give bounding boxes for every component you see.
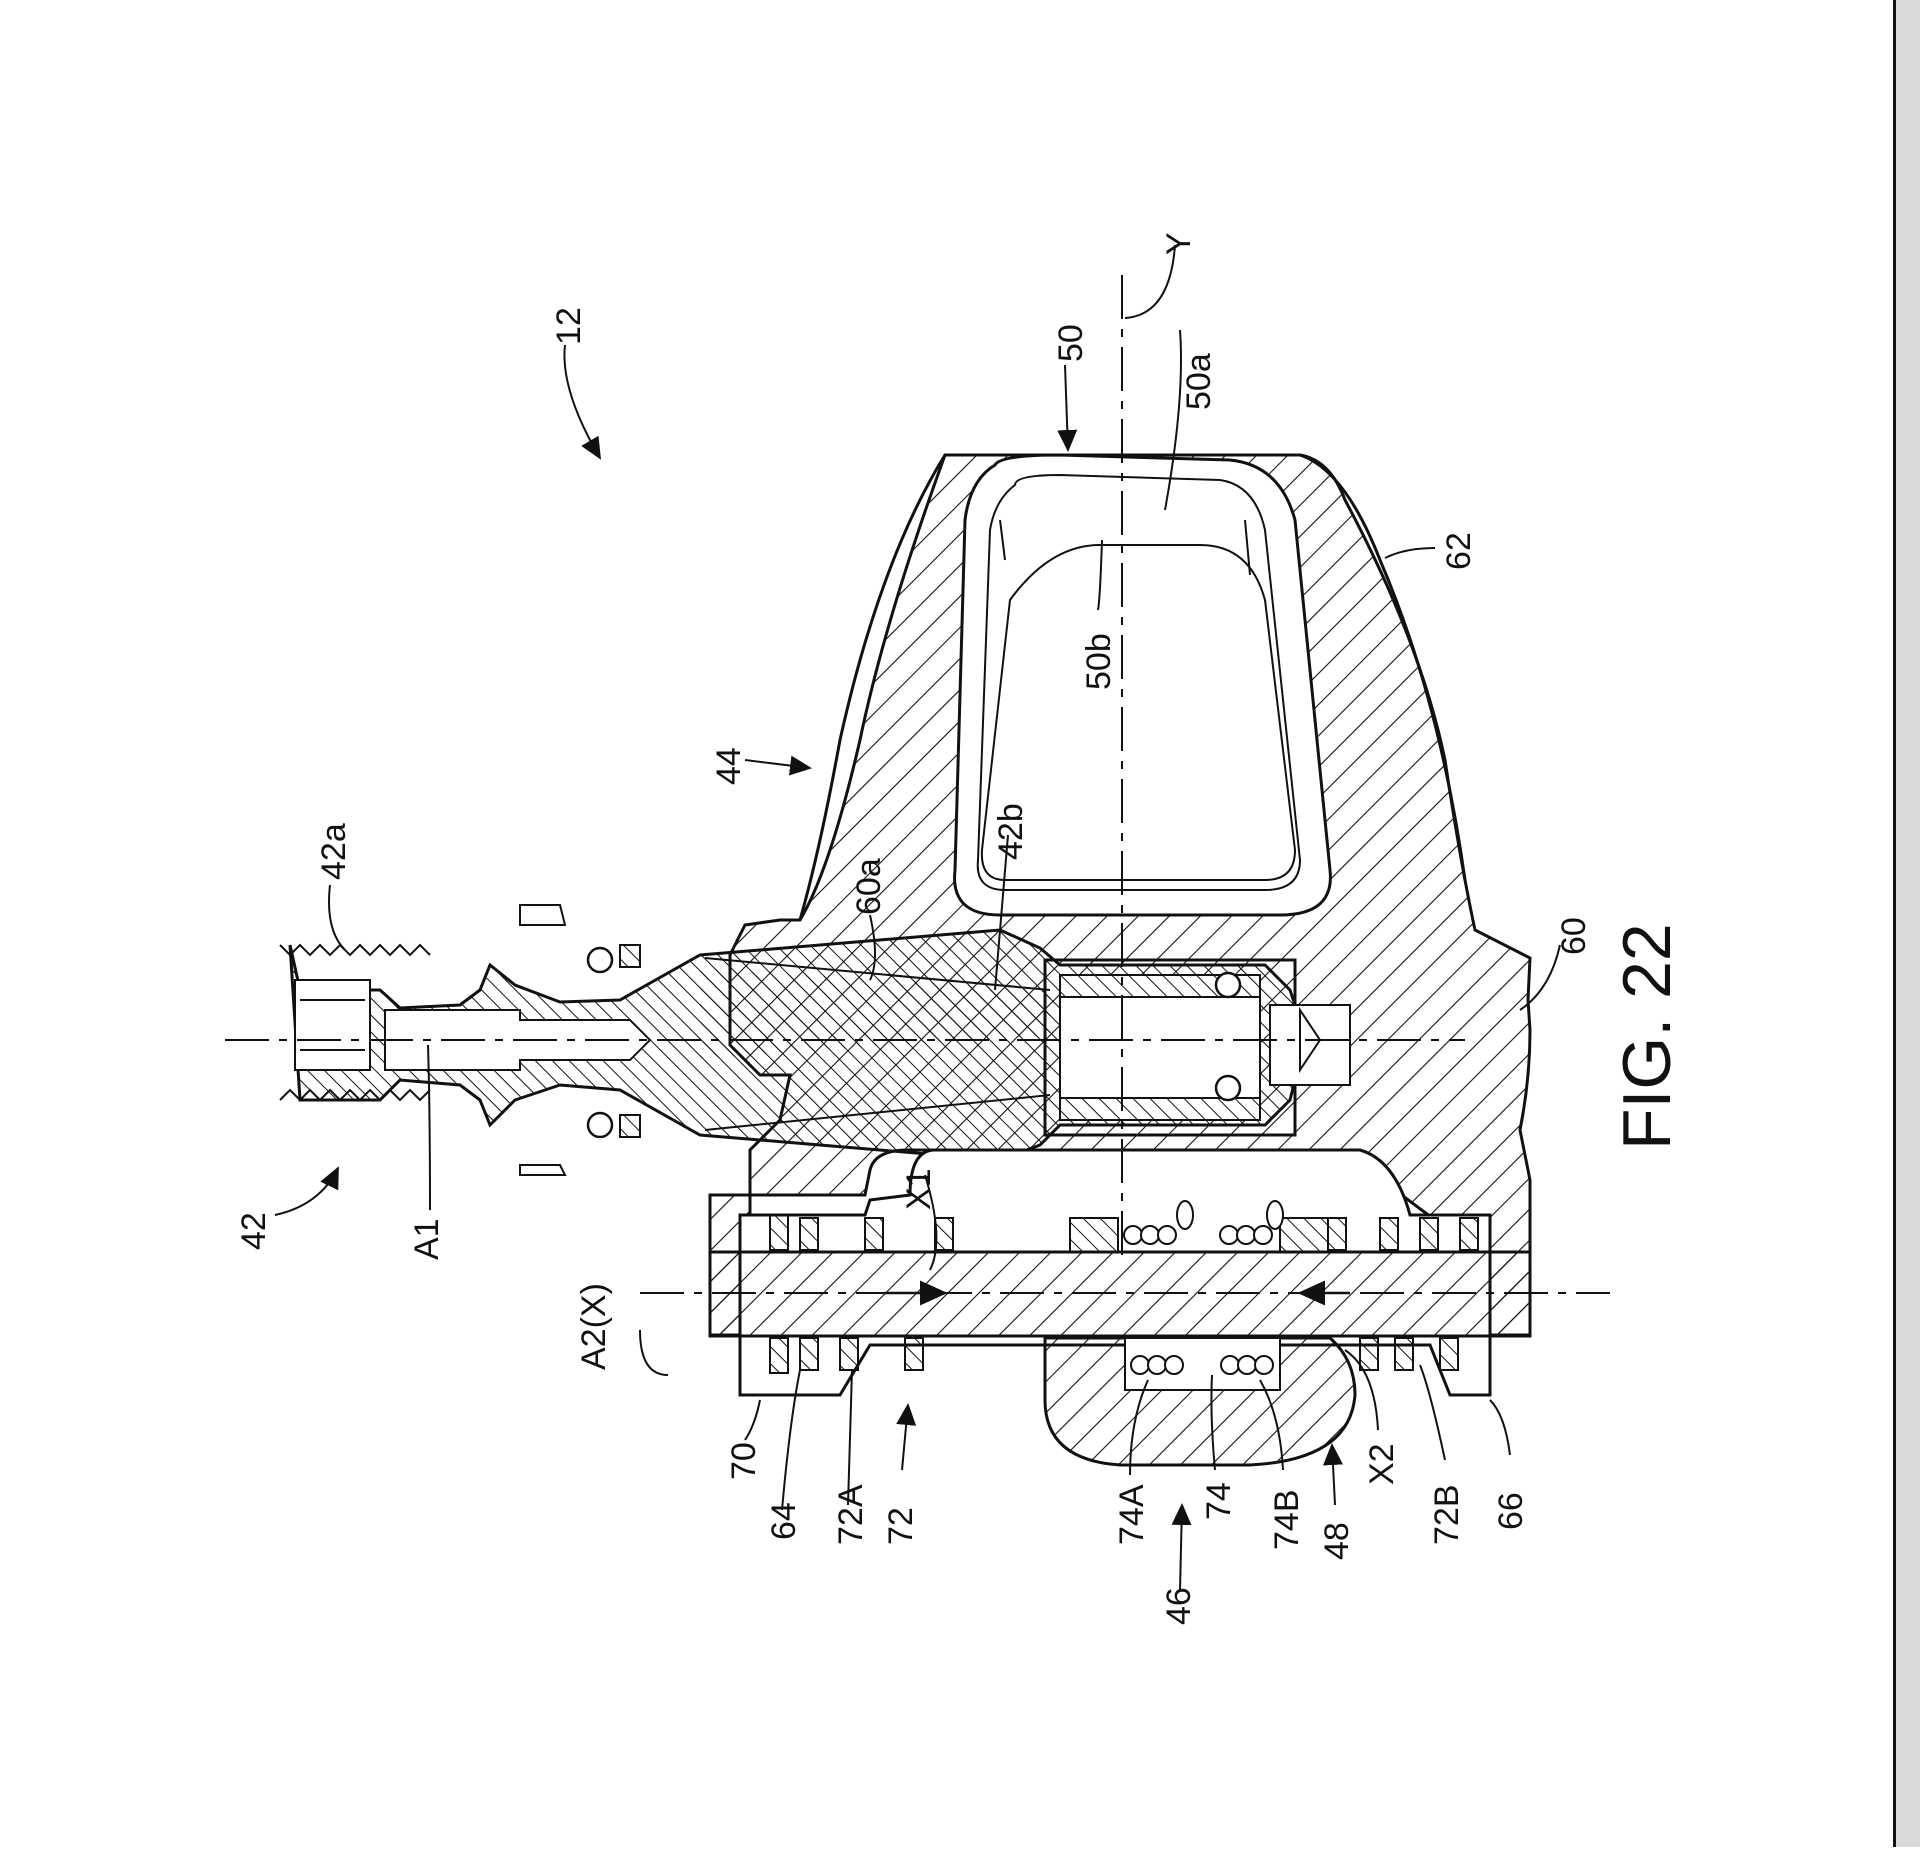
label-74B: 74B [1268, 1490, 1306, 1551]
label-A1: A1 [408, 1218, 446, 1260]
label-60a: 60a [850, 858, 888, 915]
spring-72B [1327, 1217, 1479, 1371]
label-A2X: A2(X) [575, 1283, 613, 1370]
label-50a: 50a [1180, 353, 1218, 410]
label-62: 62 [1440, 532, 1478, 570]
shaft-70 [708, 1250, 1532, 1338]
figure-caption: FIG. 22 [1609, 923, 1685, 1150]
label-50: 50 [1052, 324, 1090, 362]
outer-cover-62 [798, 454, 947, 921]
label-60: 60 [1555, 917, 1593, 955]
label-50b: 50b [1080, 633, 1118, 690]
label-42b: 42b [992, 803, 1030, 860]
label-44: 44 [710, 747, 748, 785]
label-74A: 74A [1113, 1484, 1151, 1545]
spindle-threads-42a [279, 943, 431, 1102]
page-edge [1896, 0, 1920, 1847]
label-42a: 42a [315, 823, 353, 880]
label-48: 48 [1318, 1522, 1356, 1560]
cleat-window-50 [953, 453, 1332, 917]
label-X1: X1 [900, 1168, 938, 1210]
label-64: 64 [765, 1502, 803, 1540]
label-66: 66 [1492, 1492, 1530, 1530]
label-70: 70 [725, 1442, 763, 1480]
label-72: 72 [882, 1507, 920, 1545]
label-X2: X2 [1363, 1443, 1401, 1485]
page-edge-line [1893, 0, 1896, 1847]
label-12: 12 [550, 307, 588, 345]
tension-adjuster-74 [1069, 1200, 1329, 1253]
label-72B: 72B [1428, 1485, 1466, 1546]
label-42: 42 [235, 1212, 273, 1250]
label-74: 74 [1200, 1482, 1238, 1520]
label-72A: 72A [832, 1484, 870, 1545]
cleat-inner-50b [980, 544, 1297, 881]
label-46: 46 [1160, 1587, 1198, 1625]
spring-72A [769, 1214, 954, 1374]
label-Y: Y [1160, 232, 1198, 255]
